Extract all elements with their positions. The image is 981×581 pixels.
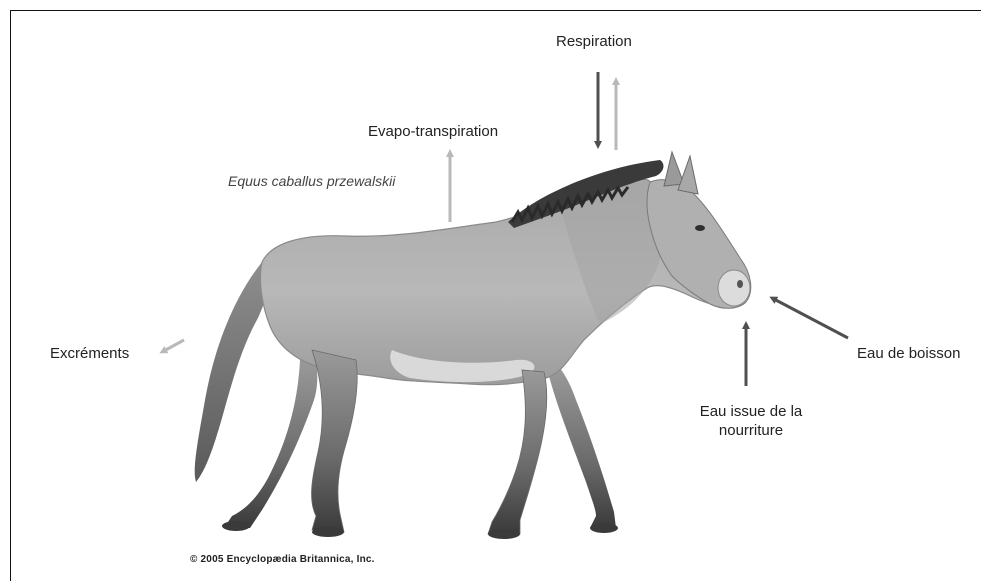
- horse-tail: [195, 262, 271, 482]
- front-leg-far: [548, 368, 616, 528]
- label-eau-boisson: Eau de boisson: [857, 345, 960, 364]
- label-species: Equus caballus przewalskii: [228, 173, 395, 191]
- front-leg-near: [488, 370, 547, 534]
- label-eau-nourriture-line1: Eau issue de la: [680, 403, 822, 422]
- label-eau-nourriture: Eau issue de la nourriture: [680, 403, 822, 441]
- hoof-2: [312, 527, 344, 537]
- label-evapo-transpiration: Evapo-transpiration: [368, 123, 498, 142]
- horse-muzzle: [718, 270, 750, 306]
- label-respiration: Respiration: [556, 33, 632, 52]
- arrow-excrements: [162, 340, 184, 352]
- arrow-eau-boisson: [772, 298, 848, 338]
- hoof-1: [222, 521, 250, 531]
- horse-eye: [695, 225, 705, 231]
- copyright-credit: © 2005 Encyclopædia Britannica, Inc.: [190, 554, 375, 567]
- label-eau-nourriture-line2: nourriture: [680, 422, 822, 441]
- hind-leg-far: [224, 360, 317, 528]
- horse-nostril: [737, 280, 743, 288]
- hoof-3: [488, 529, 520, 539]
- label-excrements: Excréments: [50, 345, 129, 364]
- hoof-4: [590, 523, 618, 533]
- hind-leg-near: [312, 350, 358, 532]
